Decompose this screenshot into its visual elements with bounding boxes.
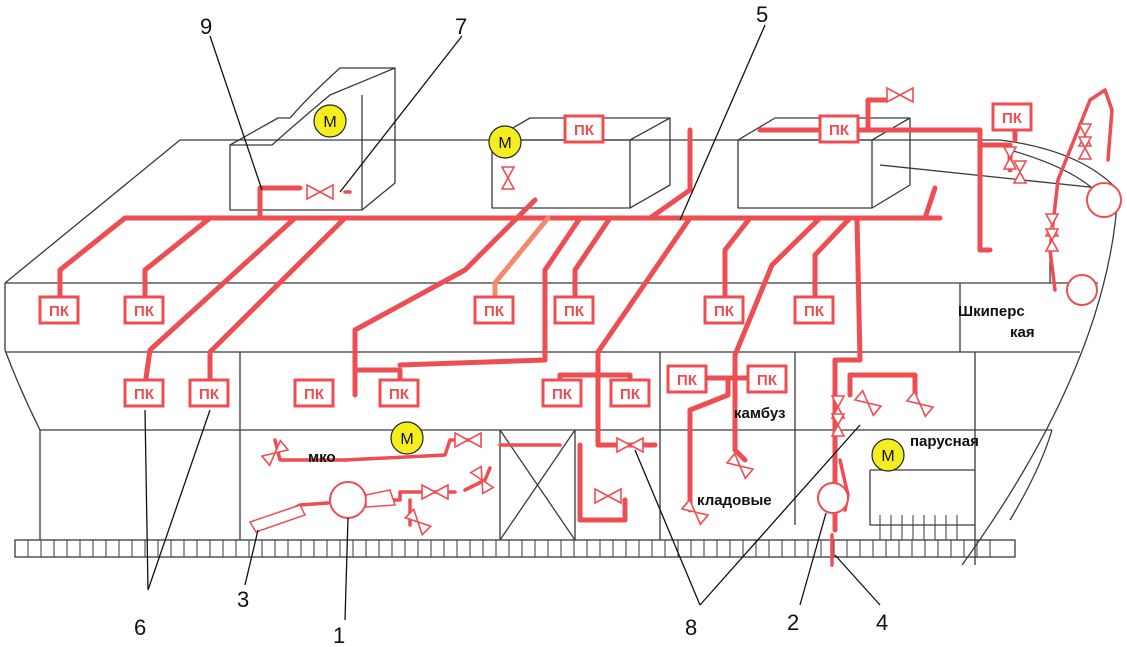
pk-label: ПК <box>199 386 220 403</box>
fire-pump-1 <box>329 481 397 519</box>
valve-icon <box>594 487 622 505</box>
pk-hydrant-box: ПК <box>38 295 80 325</box>
valve-icon <box>1012 160 1028 184</box>
pk-hydrant-box: ПК <box>666 364 708 394</box>
superstructure-right <box>737 117 911 209</box>
valve-icon <box>616 436 644 454</box>
bow-hydrophore <box>1066 182 1122 306</box>
valve-icon <box>853 389 883 417</box>
pk-hydrant-box: ПК <box>793 295 835 325</box>
valve-icon <box>886 86 914 104</box>
pk-hydrant-box: ПК <box>293 378 335 408</box>
motor-icon: М <box>871 438 905 472</box>
room-label-mko: мко <box>308 449 336 466</box>
pk-hydrant-box: ПК <box>553 295 595 325</box>
pk-hydrant-box: ПК <box>378 378 420 408</box>
valve-icon <box>725 452 755 480</box>
room-labels: мко камбуз кладовые парусная Шкиперс кая <box>308 303 1035 509</box>
pk-hydrant-box: ПК <box>123 295 165 325</box>
pk-label: ПК <box>714 303 735 320</box>
valve-icon <box>830 395 846 419</box>
keel-frames <box>14 515 1016 558</box>
callout-5: 5 <box>756 2 768 27</box>
pk-label: ПК <box>757 372 778 389</box>
pk-label: ПК <box>134 386 155 403</box>
valve-icon <box>680 498 710 526</box>
pk-label: ПК <box>620 386 641 403</box>
valve-icon <box>454 431 482 449</box>
pk-hydrant-box: ПК <box>123 378 165 408</box>
valves <box>260 86 1093 537</box>
pk-hydrant-box: ПК <box>818 114 860 144</box>
room-label-shkiper-line1: Шкиперс <box>958 303 1025 320</box>
pk-label: ПК <box>389 386 410 403</box>
fire-pump-2 <box>817 482 849 514</box>
pk-label: ПК <box>1002 110 1023 127</box>
pk-label: ПК <box>829 122 850 139</box>
pk-hydrant-box: ПК <box>563 114 605 144</box>
pk-label: ПК <box>677 372 698 389</box>
pk-label: ПК <box>552 386 573 403</box>
pk-label: ПК <box>484 303 505 320</box>
pk-hydrant-box: ПК <box>541 378 583 408</box>
valve-icon <box>500 166 516 190</box>
room-label-kladovye: кладовые <box>697 492 772 509</box>
motor-icon: М <box>313 104 347 138</box>
pk-label: ПК <box>564 303 585 320</box>
pk-label: ПК <box>49 303 70 320</box>
callout-1: 1 <box>333 623 345 647</box>
room-label-kambuz: камбуз <box>734 405 785 422</box>
callout-8: 8 <box>685 615 697 640</box>
motor-icon: М <box>488 125 522 159</box>
pk-label: ПК <box>804 303 825 320</box>
room-label-parusnaya: парусная <box>910 433 979 450</box>
valve-icon <box>306 183 334 201</box>
callout-7: 7 <box>455 14 467 39</box>
room-label-shkiper-line2: кая <box>1010 324 1035 341</box>
callout-9: 9 <box>200 14 212 39</box>
motor-label: М <box>498 135 511 152</box>
strainer-3 <box>248 504 307 533</box>
valve-icon <box>421 483 449 501</box>
hull-outline <box>4 139 1119 566</box>
callout-6: 6 <box>134 615 146 640</box>
callout-3: 3 <box>237 587 249 612</box>
callout-4: 4 <box>876 610 888 635</box>
valve-icon <box>469 465 495 495</box>
motor-label: М <box>881 448 894 465</box>
callout-numbers: 9 7 5 6 3 1 8 2 4 <box>134 2 888 647</box>
motor-label: М <box>323 114 336 131</box>
pk-hydrant-box: ПК <box>609 378 651 408</box>
pk-hydrant-box: ПК <box>746 364 788 394</box>
pk-hydrant-box: ПК <box>991 102 1033 132</box>
pk-hydrant-box: ПК <box>473 295 515 325</box>
superstructure-left <box>229 67 396 211</box>
valve-icon <box>403 507 433 537</box>
pk-hydrant-box: ПК <box>188 378 230 408</box>
pk-label: ПК <box>574 122 595 139</box>
fire-hydrant-boxes: ПК ПК ПК ПК ПК ПК ПК ПК ПК ПК ПК ПК ПК ПК ПК ПК ПК <box>38 102 1033 408</box>
valve-icon <box>905 390 935 418</box>
motors: М М М М <box>313 104 905 472</box>
callout-leaders <box>144 24 881 621</box>
valve-icon <box>260 439 290 467</box>
pk-hydrant-box: ПК <box>703 295 745 325</box>
valve-icon <box>1044 228 1060 252</box>
valve-icon <box>1077 136 1093 160</box>
motor-label: М <box>400 431 413 448</box>
superstructure-middle <box>491 117 671 209</box>
motor-icon: М <box>390 421 424 455</box>
valve-icon <box>1002 146 1018 170</box>
pk-label: ПК <box>304 386 325 403</box>
callout-2: 2 <box>787 610 799 635</box>
valve-icon <box>830 413 846 437</box>
pk-label: ПК <box>134 303 155 320</box>
fire-main-pipeline <box>57 88 1114 567</box>
